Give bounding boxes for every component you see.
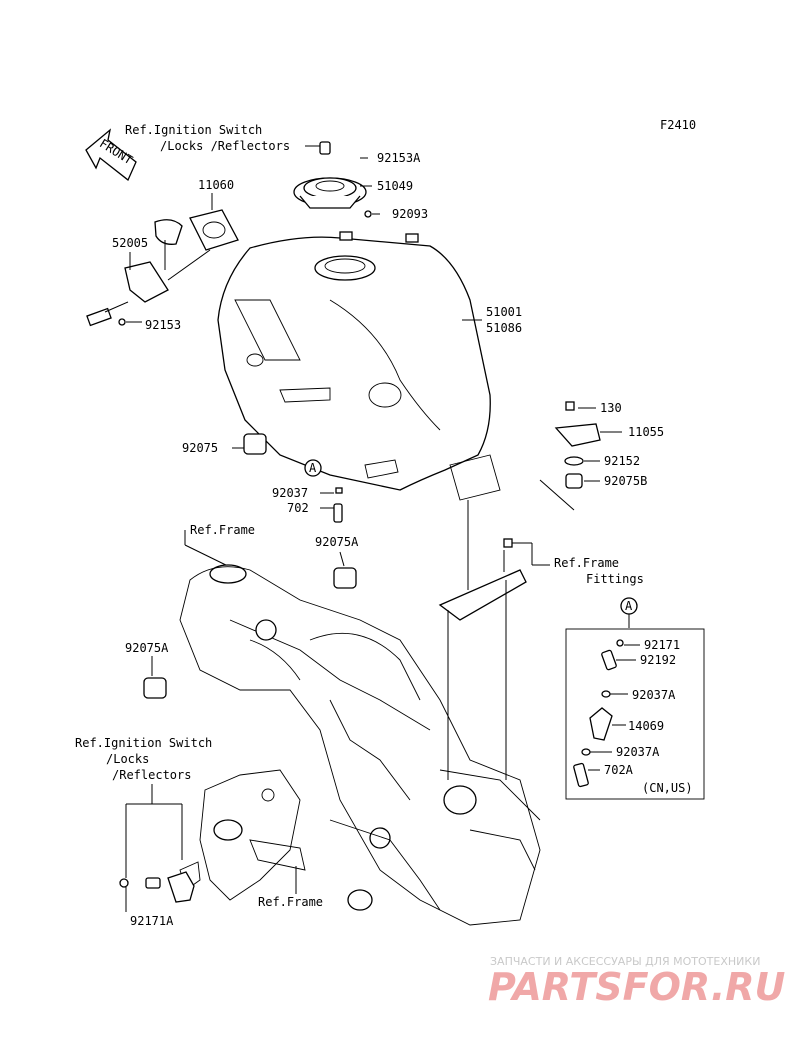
label-11055: 11055 [628, 425, 664, 439]
label-92192: 92192 [640, 653, 676, 667]
label-92153A: 92153A [377, 151, 421, 165]
damper-92075A-lower [143, 677, 167, 699]
label-11060: 11060 [198, 178, 234, 192]
label-92075A-1: 92075A [315, 535, 359, 549]
fuel-cap-assembly [293, 141, 372, 218]
ref-frame-fittings-2: Fittings [586, 572, 644, 586]
ref-ignition-bot-line2: /Locks [106, 752, 149, 766]
fuel-pump-52005 [86, 219, 211, 327]
rear-bracket-parts [554, 401, 601, 489]
detail-parts-evap [573, 639, 624, 788]
label-92153: 92153 [145, 318, 181, 332]
front-arrow-icon: FRONT [85, 128, 137, 182]
label-92093: 92093 [392, 207, 428, 221]
label-92171: 92171 [644, 638, 680, 652]
ref-frame-fittings-1: Ref.Frame [554, 556, 619, 570]
label-92075: 92075 [182, 441, 218, 455]
damper-92075A-upper [333, 567, 357, 589]
label-92037A-1: 92037A [632, 688, 676, 702]
marker-a-1: A [309, 461, 317, 475]
label-14069: 14069 [628, 719, 664, 733]
label-92152: 92152 [604, 454, 640, 468]
watermark-tagline: ЗАПЧАСТИ И АКСЕССУАРЫ ДЛЯ МОТОТЕХНИКИ [490, 955, 760, 968]
ref-frame-label-1: Ref.Frame [190, 523, 255, 537]
watermark-brand: PARTSFOR.RU [488, 965, 786, 1009]
label-cn-us: (CN,US) [642, 781, 693, 795]
steering-head [179, 769, 306, 901]
label-702: 702 [287, 501, 309, 515]
lock-92171A [119, 871, 195, 903]
ref-ignition-bot-line1: Ref.Ignition Switch [75, 736, 212, 750]
frame-fitting-bracket [438, 569, 527, 621]
label-92037A-2: 92037A [616, 745, 660, 759]
label-92075B: 92075B [604, 474, 647, 488]
label-52005: 52005 [112, 236, 148, 250]
label-130: 130 [600, 401, 622, 415]
fuel-tank [217, 231, 501, 501]
label-702A: 702A [604, 763, 634, 777]
marker-a-2: A [625, 599, 633, 613]
label-51086: 51086 [486, 321, 522, 335]
ref-frame-label-2: Ref.Frame [258, 895, 323, 909]
label-92037: 92037 [272, 486, 308, 500]
ref-ignition-bot-line3: /Reflectors [112, 768, 191, 782]
label-51001: 51001 [486, 305, 522, 319]
gasket-11060 [189, 209, 239, 251]
label-92171A: 92171A [130, 914, 174, 928]
detail-box-cn-us [565, 628, 705, 800]
ref-ignition-top-line1: Ref.Ignition Switch [125, 123, 262, 137]
motorcycle-frame [179, 564, 541, 926]
label-92075A-2: 92075A [125, 641, 169, 655]
hose-702 [333, 503, 343, 523]
figure-code: F2410 [660, 118, 696, 132]
ref-ignition-top-line2: /Locks /Reflectors [160, 139, 290, 153]
label-51049: 51049 [377, 179, 413, 193]
damper-92075 [243, 433, 267, 455]
